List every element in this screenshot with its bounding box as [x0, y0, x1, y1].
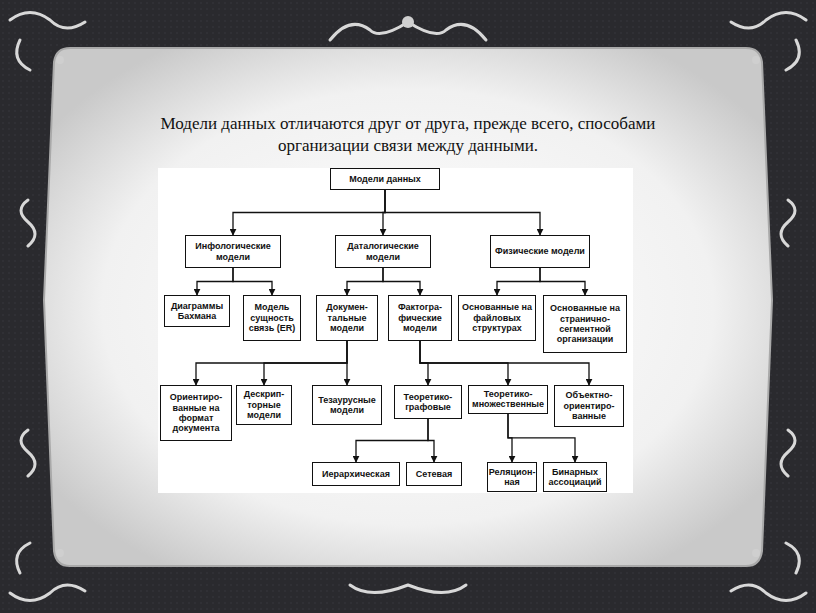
tree-connector — [385, 190, 540, 235]
model-box: Физические модели — [490, 235, 590, 268]
box-label: Теоретико- множественные — [472, 389, 544, 410]
box-label: Диаграммы Бахмана — [168, 301, 226, 322]
tree-connector — [383, 268, 420, 295]
model-box: Диаграммы Бахмана — [164, 295, 230, 327]
box-label: Дескрип- торные модели — [240, 389, 288, 420]
model-box: Фактогра- фические модели — [388, 295, 452, 341]
model-box: Объектно- ориентиро- ванные — [554, 385, 624, 427]
tree-connector — [347, 268, 383, 295]
model-box: Реляцион- ная — [487, 462, 537, 492]
tree-connector — [497, 268, 540, 295]
model-box: Модель сущность связь (ER) — [243, 295, 301, 341]
tree-connector — [383, 190, 385, 235]
model-box: Тезаурусные модели — [312, 385, 382, 425]
box-label: Физические модели — [495, 246, 585, 256]
box-label: Реляцион- ная — [489, 467, 536, 488]
tree-connector — [197, 268, 233, 295]
model-box: Основанные на файловых структурах — [458, 295, 536, 341]
box-label: Теоретико- графовые — [398, 392, 458, 413]
model-box: Инфологические модели — [185, 235, 281, 268]
model-box: Докумен- тальные модели — [316, 295, 378, 341]
tree-connector — [540, 268, 585, 295]
tree-connector — [420, 341, 428, 385]
model-box: Теоретико- графовые — [394, 385, 462, 419]
model-box: Теоретико- множественные — [468, 385, 548, 414]
tree-connector — [428, 419, 434, 462]
tree-connector — [356, 419, 428, 462]
box-label: Докумен- тальные модели — [320, 302, 374, 333]
tree-connector — [233, 190, 385, 235]
tree-connector — [233, 268, 272, 295]
box-label: Инфологические модели — [189, 241, 277, 262]
model-box: Даталогические модели — [335, 235, 431, 268]
box-label: Модель сущность связь (ER) — [247, 302, 297, 333]
model-box: Иерархическая — [312, 462, 400, 486]
tree-connector — [196, 341, 347, 385]
box-label: Основанные на странично- сегментной орга… — [547, 303, 623, 344]
box-label: Основанные на файловых структурах — [462, 302, 532, 333]
box-label: Бинарных ассоциаций — [547, 467, 603, 488]
box-label: Даталогические модели — [339, 241, 427, 262]
model-box: Сетевая — [406, 462, 462, 486]
model-box: Дескрип- торные модели — [236, 385, 292, 425]
slide-title: Модели данных отличаются друг от друга, … — [130, 113, 686, 157]
box-label: Сетевая — [416, 469, 452, 479]
box-label: Ориентиро- ванные на формат документа — [164, 392, 228, 433]
box-label: Тезаурусные модели — [316, 395, 378, 416]
model-box: Модели данных — [330, 168, 440, 190]
box-label: Иерархическая — [322, 469, 390, 479]
tree-connector — [420, 341, 508, 385]
tree-connector — [346, 341, 347, 385]
box-label: Модели данных — [349, 174, 421, 184]
tree-connector — [508, 414, 512, 462]
model-box: Основанные на странично- сегментной орга… — [543, 295, 627, 353]
box-label: Фактогра- фические модели — [392, 302, 448, 333]
model-box: Бинарных ассоциаций — [543, 462, 607, 492]
tree-connector — [264, 341, 347, 385]
model-box: Ориентиро- ванные на формат документа — [160, 385, 232, 441]
box-label: Объектно- ориентиро- ванные — [558, 390, 620, 421]
